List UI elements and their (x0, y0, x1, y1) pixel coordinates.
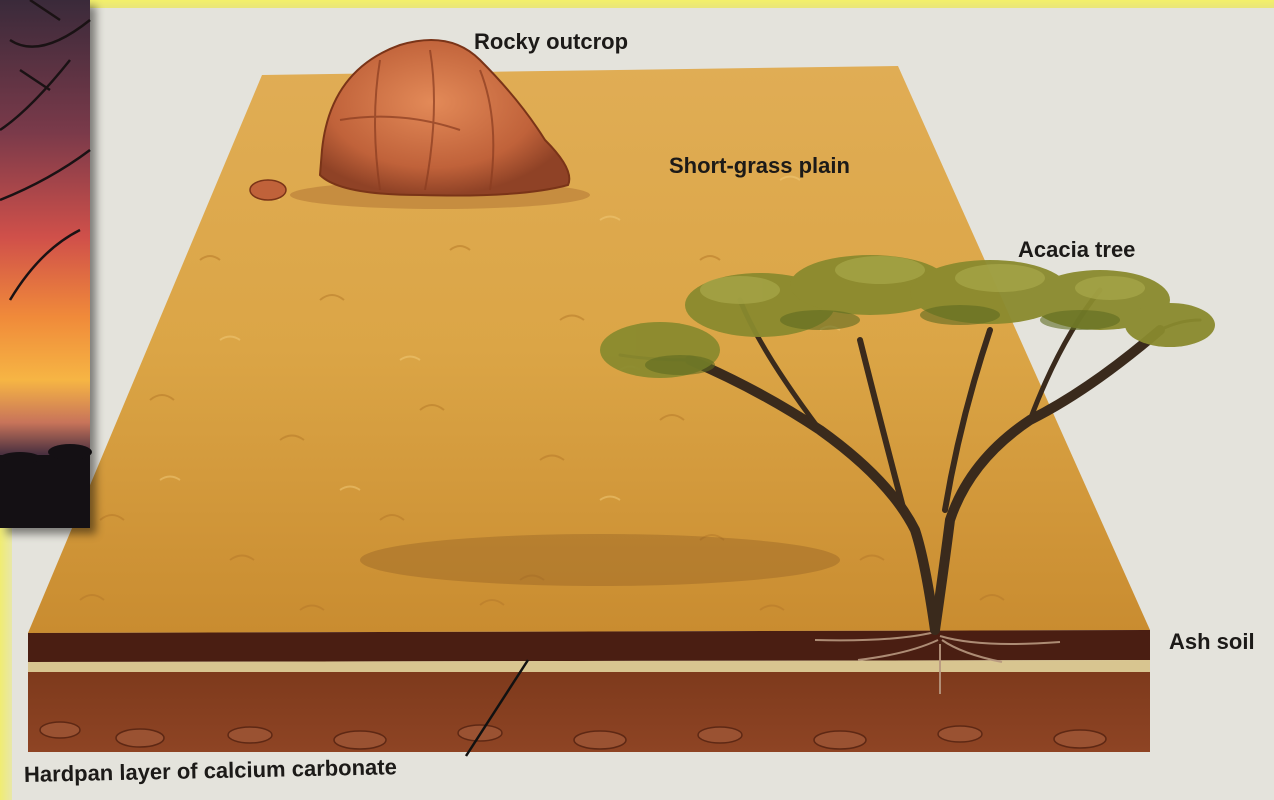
label-ash-soil: Ash soil (1169, 631, 1255, 653)
label-short-grass-plain: Short-grass plain (669, 155, 850, 177)
photo-shadow-box (0, 0, 90, 528)
hardpan-layer (28, 660, 1150, 672)
soil-cross-section (28, 630, 1150, 752)
label-rocky-outcrop: Rocky outcrop (474, 31, 628, 53)
label-acacia-tree: Acacia tree (1018, 239, 1135, 261)
